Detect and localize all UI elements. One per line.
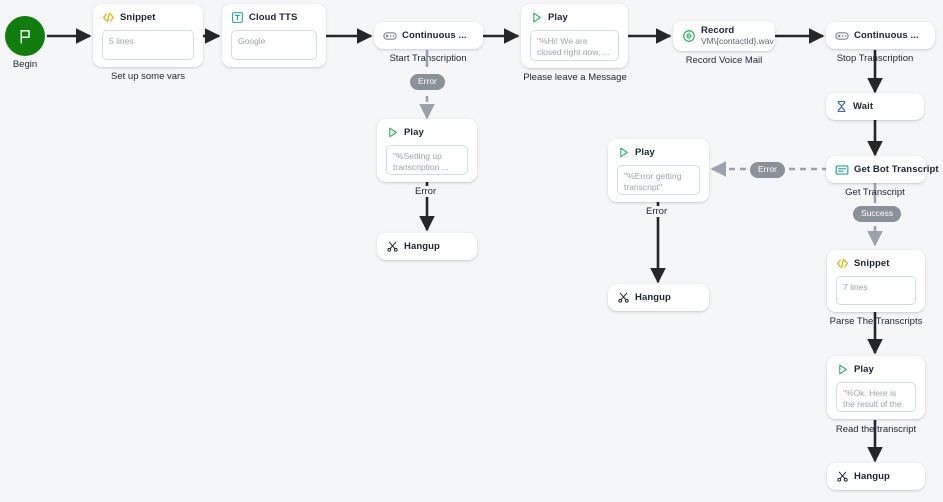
node-title: Get Bot Transcript (854, 164, 939, 175)
node-header: Snippet (102, 11, 194, 24)
hangup-icon (617, 291, 630, 304)
record-audio-icon (682, 29, 696, 43)
node-title: Play (404, 127, 424, 138)
node-record-voicemail[interactable]: Record VM\{contactId}.wav (673, 21, 775, 51)
play-icon (836, 363, 849, 376)
node-play-greeting[interactable]: Play "%Hi! We are closed right now, ... (521, 4, 628, 68)
node-title: Play (854, 364, 874, 375)
node-title: Snippet (854, 258, 890, 269)
node-header: Continuous ... (383, 30, 467, 41)
node-play-transcript-error[interactable]: Play "%Error getting transcript" (608, 139, 709, 202)
play-icon (386, 126, 399, 139)
node-header: Hangup (836, 470, 890, 483)
text-to-speech-icon (231, 11, 244, 24)
node-header: Play (530, 11, 619, 24)
node-get-bot-transcript[interactable]: Get Bot Transcript (826, 156, 939, 183)
node-wait[interactable]: Wait (826, 93, 924, 120)
hangup-icon (836, 470, 849, 483)
play-prompt-field[interactable]: "%Ok. Here is the result of the ... (836, 382, 916, 412)
node-title: Continuous ... (402, 30, 467, 41)
badge-success-get-transcript[interactable]: Success (853, 206, 902, 222)
node-header: Snippet (836, 257, 916, 270)
hourglass-icon (835, 100, 848, 113)
node-title: Play (635, 147, 655, 158)
continuous-toggle-icon (835, 31, 849, 41)
snippet-lines-field[interactable]: 7 lines (836, 276, 916, 305)
begin-node[interactable] (5, 16, 45, 56)
node-title: Hangup (635, 292, 671, 303)
node-caption-snippet-parse: Parse The Transcripts (829, 316, 923, 327)
label-error-setup-play: Error (413, 186, 439, 197)
node-snippet-parse[interactable]: Snippet 7 lines (827, 250, 925, 312)
node-hangup-right[interactable]: Hangup (827, 463, 925, 490)
node-header: Continuous ... (835, 30, 919, 41)
record-head-text: Record VM\{contactId}.wav (701, 25, 774, 47)
play-prompt-field[interactable]: "%Error getting transcript" (617, 165, 700, 195)
tts-voice-field[interactable]: Google (231, 30, 317, 60)
play-icon (617, 146, 630, 159)
node-header: Wait (835, 100, 873, 113)
node-play-setup-error[interactable]: Play "%Setting up transcription ... (377, 119, 477, 182)
node-title: Hangup (854, 471, 890, 482)
node-cloud-tts[interactable]: Cloud TTS Google (222, 4, 326, 67)
node-start-transcription[interactable]: Continuous ... (374, 22, 483, 49)
node-header: Play (386, 126, 468, 139)
node-header: Get Bot Transcript (835, 164, 939, 176)
node-caption-snippet-vars: Set up some vars (111, 71, 185, 82)
continuous-toggle-icon (383, 31, 397, 41)
node-caption-start-transcription: Start Transcription (389, 53, 467, 64)
node-stop-transcription[interactable]: Continuous ... (826, 22, 935, 49)
node-caption-get-bot-transcript: Get Transcript (845, 187, 905, 198)
node-title: Record (701, 25, 735, 36)
node-header: Hangup (386, 240, 440, 253)
badge-error-get-transcript[interactable]: Error (750, 162, 785, 178)
node-header: Record VM\{contactId}.wav (682, 25, 774, 47)
node-header: Cloud TTS (231, 11, 317, 24)
snippet-lines-field[interactable]: 5 lines (102, 30, 194, 60)
node-caption-record-voicemail: Record Voice Mail (685, 55, 763, 66)
transcript-icon (835, 164, 849, 176)
node-hangup-middle[interactable]: Hangup (608, 284, 709, 311)
play-prompt-field[interactable]: "%Setting up transcription ... (386, 145, 468, 175)
play-prompt-field[interactable]: "%Hi! We are closed right now, ... (530, 30, 619, 61)
code-snippet-icon (836, 257, 849, 270)
node-title: Wait (853, 101, 874, 112)
node-title: Hangup (404, 241, 440, 252)
begin-label: Begin (12, 59, 38, 70)
node-header: Hangup (617, 291, 671, 304)
label-error-transcript-play: Error (644, 206, 670, 217)
badge-error-start-transcription[interactable]: Error (410, 74, 445, 90)
node-play-result[interactable]: Play "%Ok. Here is the result of the ... (827, 356, 925, 419)
node-title: Play (548, 12, 568, 23)
code-snippet-icon (102, 11, 115, 24)
record-filename: VM\{contactId}.wav (701, 36, 774, 46)
node-caption-play-greeting: Please leave a Message (523, 72, 627, 83)
node-hangup-left[interactable]: Hangup (377, 233, 477, 260)
node-title: Continuous ... (854, 30, 919, 41)
node-caption-play-result: Read the transcript (835, 424, 917, 435)
node-caption-stop-transcription: Stop Transcription (836, 53, 914, 64)
node-title: Cloud TTS (249, 12, 298, 23)
flag-icon (17, 28, 34, 45)
node-snippet-vars[interactable]: Snippet 5 lines (93, 4, 203, 67)
node-header: Play (617, 146, 700, 159)
node-title: Snippet (120, 12, 156, 23)
play-icon (530, 11, 543, 24)
node-header: Play (836, 363, 916, 376)
hangup-icon (386, 240, 399, 253)
